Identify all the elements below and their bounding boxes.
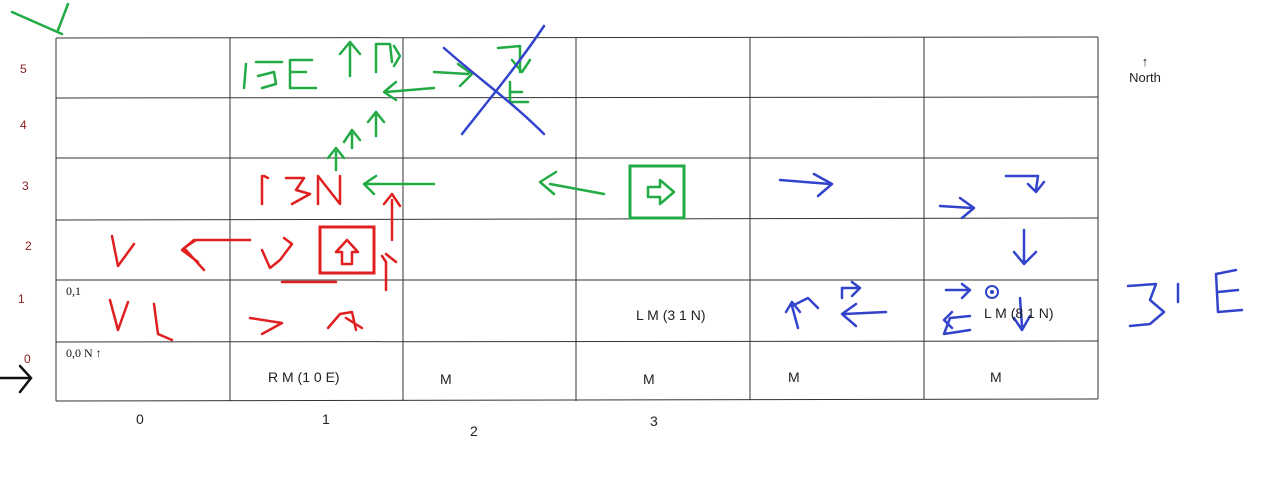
mine-label-col3: M xyxy=(643,371,655,387)
row-label-3: 3 xyxy=(22,179,29,193)
lm-81n-label: L M (8 1 N) xyxy=(984,305,1054,321)
col-label-1: 1 xyxy=(322,411,330,427)
blue-cross-out xyxy=(442,24,546,136)
col-label-0: 0 xyxy=(136,411,144,427)
col-label-3: 3 xyxy=(650,413,658,429)
mine-label-col5: M xyxy=(990,369,1002,385)
cell-0-1-label: 0,1 xyxy=(66,284,81,298)
green-path-strokes xyxy=(242,40,606,196)
lm-31n-label: L M (3 1 N) xyxy=(636,307,706,323)
rm-label: R M (1 0 E) xyxy=(268,369,340,385)
row-label-1: 1 xyxy=(18,292,25,306)
row-label-2: 2 xyxy=(25,239,32,253)
row-label-4: 4 xyxy=(20,118,27,132)
mine-label-col2: M xyxy=(440,371,452,387)
green-robot-box xyxy=(628,164,686,220)
start-arrow xyxy=(0,364,33,394)
mine-label-col4: M xyxy=(788,369,800,385)
red-path-strokes xyxy=(108,174,402,342)
blue-circle-mark xyxy=(985,285,999,299)
grid-lines xyxy=(55,36,1099,402)
col-label-2: 2 xyxy=(470,423,478,439)
north-label: North xyxy=(1129,70,1161,85)
cell-0-0-label: 0,0 N ↑ xyxy=(66,346,102,360)
north-indicator: ↑ North xyxy=(1122,54,1168,86)
red-robot-box xyxy=(318,225,376,275)
row-label-5: 5 xyxy=(20,62,27,76)
north-arrow-icon: ↑ xyxy=(1141,54,1149,69)
row-label-0: 0 xyxy=(24,352,31,366)
green-x-mark xyxy=(10,2,70,36)
blue-path-strokes xyxy=(778,172,1244,336)
